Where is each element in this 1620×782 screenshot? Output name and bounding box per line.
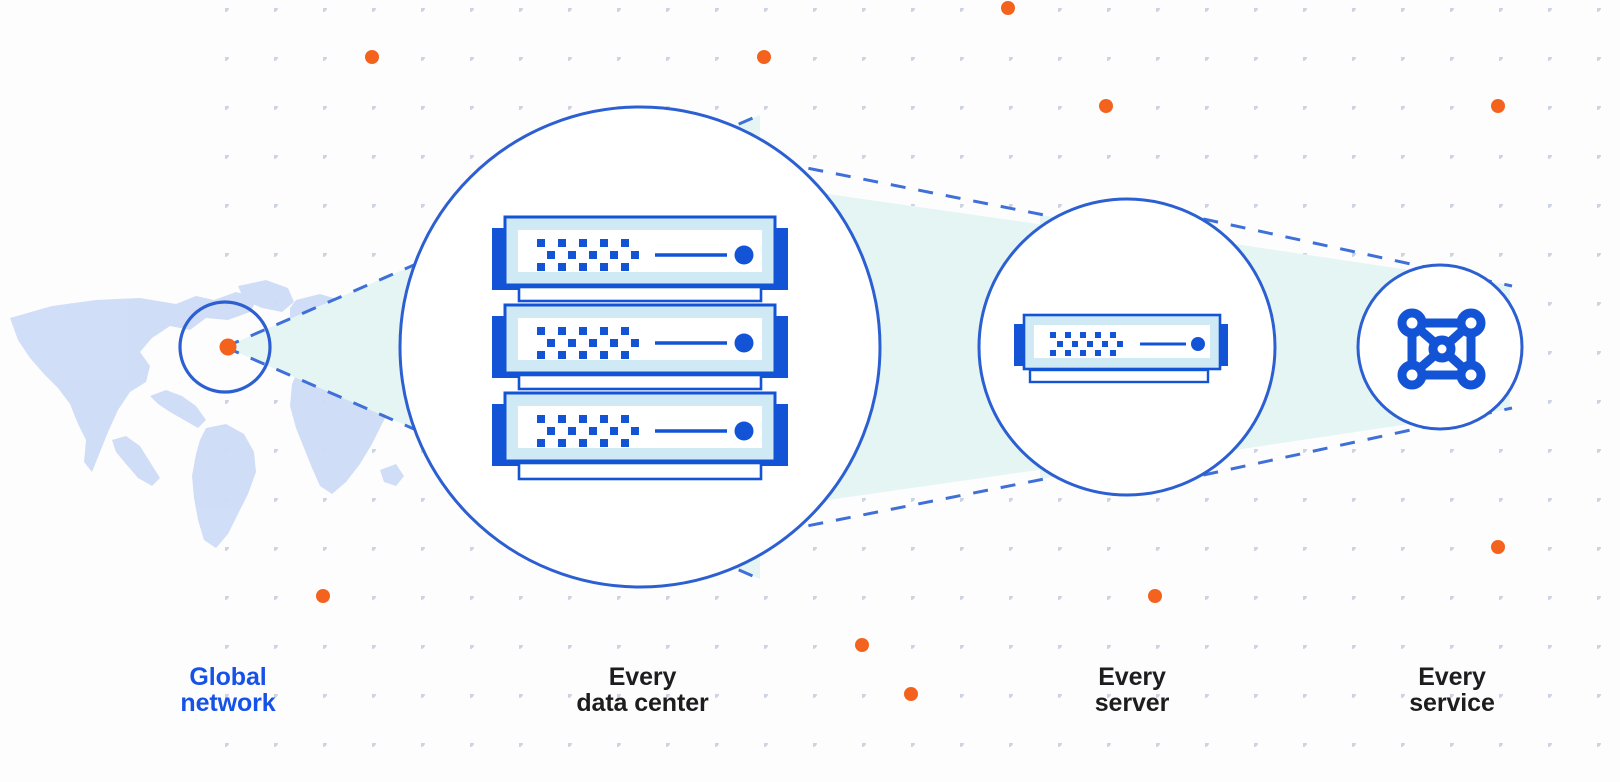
rack-unit-3 (492, 391, 788, 466)
orange-accent-dots (316, 1, 1505, 701)
server-unit-leds (1050, 332, 1123, 356)
mesh-node-center (1428, 335, 1456, 363)
stage-label-service: Every service (1409, 663, 1495, 717)
location-marker (219, 338, 237, 356)
orange-dot (365, 50, 379, 64)
orange-dot (316, 589, 330, 603)
stage-label-global-network: Global network (180, 663, 276, 717)
orange-dot (757, 50, 771, 64)
mesh-node-top-right (1456, 308, 1486, 338)
orange-dot (1099, 99, 1113, 113)
mesh-node-bottom-right (1456, 360, 1486, 390)
rack-connector-1 (517, 285, 763, 303)
server-unit-base-bar (1028, 368, 1210, 384)
orange-dot (1148, 589, 1162, 603)
stage-label-server: Every server (1094, 663, 1170, 717)
mesh-node-bottom-left (1397, 360, 1427, 390)
network-mesh-icon (1397, 308, 1486, 390)
server-unit-indicator-dot (1191, 337, 1205, 351)
mesh-node-top-left (1397, 308, 1427, 338)
server-unit-icon (1014, 313, 1228, 384)
orange-dot (904, 687, 918, 701)
rack-unit-1-indicator-dot (734, 245, 754, 265)
rack-unit-2 (492, 303, 788, 378)
rack-unit-2-indicator-dot (734, 333, 754, 353)
rack-unit-2-leds (537, 327, 639, 359)
rack-base-bar (517, 461, 763, 481)
rack-unit-1 (492, 215, 788, 290)
rack-unit-3-leds (537, 415, 639, 447)
rack-connector-2 (517, 373, 763, 391)
orange-dot (1491, 99, 1505, 113)
orange-dot (1001, 1, 1015, 15)
stage-label-data-center: Every data center (576, 663, 709, 717)
map-highlight-circle (178, 300, 272, 394)
rack-unit-3-indicator-dot (734, 421, 754, 441)
rack-unit-1-leds (537, 239, 639, 271)
orange-dot (855, 638, 869, 652)
server-rack-icon (492, 215, 788, 481)
orange-dot (1491, 540, 1505, 554)
